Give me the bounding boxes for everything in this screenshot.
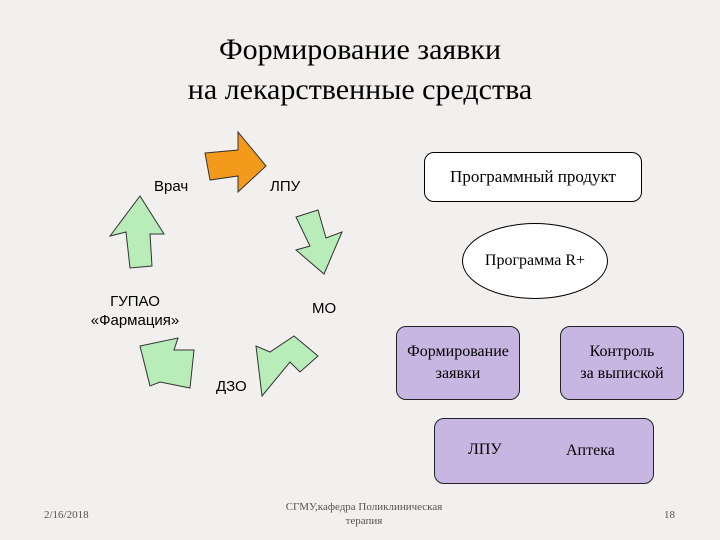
footer-date: 2/16/2018: [44, 509, 89, 521]
title-line-2: на лекарственные средства: [187, 73, 533, 106]
exchange-label-lpu: ЛПУ: [468, 441, 502, 458]
arrow-lpu-to-mo: [294, 209, 343, 275]
label-mo: МО: [312, 300, 337, 317]
label-gupao-line-1: ГУПАО: [110, 293, 160, 310]
arrow-mo-to-dzo: [255, 335, 319, 398]
arrow-dzo-to-gupao: [139, 337, 195, 389]
control-box: Контроль за выпиской: [560, 326, 684, 400]
label-doctor: Врач: [154, 178, 189, 195]
formation-box-line-2: заявки: [435, 365, 481, 382]
label-gupao: ГУПАО «Фармация»: [80, 292, 190, 330]
label-lpu: ЛПУ: [270, 178, 301, 195]
control-box-line-1: Контроль: [589, 343, 655, 360]
program-ellipse: Программа R+: [462, 223, 608, 299]
title-line-1: Формирование заявки: [218, 33, 502, 66]
software-product-box: Программный продукт: [424, 152, 642, 202]
formation-box-line-1: Формирование: [407, 343, 509, 360]
exchange-label-pharmacy: Аптека: [566, 442, 615, 459]
slide-title: Формирование заявки на лекарственные сре…: [0, 30, 720, 110]
label-dzo: ДЗО: [216, 378, 247, 395]
footer-center: СГМУ,кафедра Поликлиническая терапия: [264, 500, 464, 528]
exchange-box: [434, 418, 654, 484]
formation-box: Формирование заявки: [396, 326, 520, 400]
footer-center-line-2: терапия: [345, 515, 383, 527]
label-gupao-line-2: «Фармация»: [90, 312, 180, 329]
control-box-line-2: за выпиской: [580, 365, 664, 382]
footer-page-number: 18: [664, 509, 675, 521]
arrow-gupao-to-doctor: [108, 195, 165, 269]
arrow-doctor-to-lpu: [204, 130, 267, 194]
footer-center-line-1: СГМУ,кафедра Поликлиническая: [285, 501, 443, 513]
